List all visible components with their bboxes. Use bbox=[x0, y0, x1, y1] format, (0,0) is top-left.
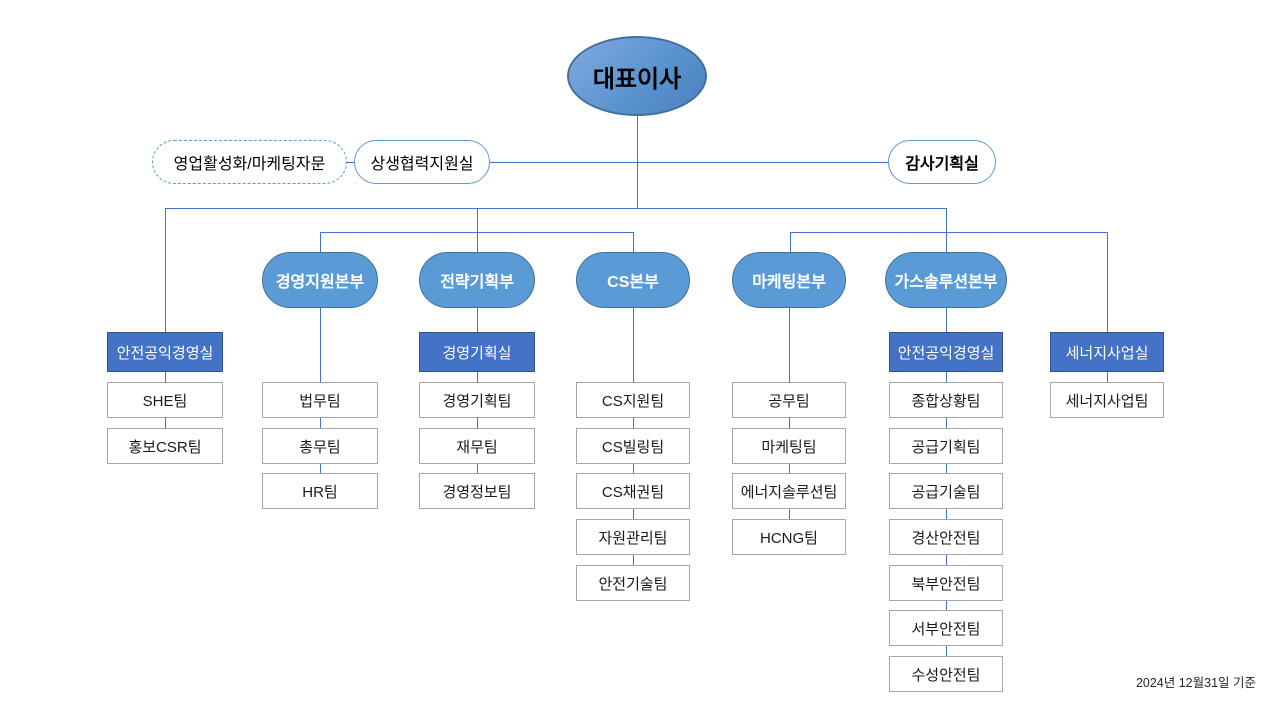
connector-riser-left bbox=[477, 208, 478, 252]
connector-drop bbox=[320, 308, 321, 382]
audit-office-node: 감사기획실 bbox=[888, 140, 996, 184]
division-node-gas-solution: 가스솔루션본부 bbox=[885, 252, 1007, 308]
team-box: HR팀 bbox=[262, 473, 378, 509]
division-node-strategy-planning: 전략기획부 bbox=[419, 252, 535, 308]
office-node-senergy-business: 세너지사업실 bbox=[1050, 332, 1164, 372]
team-box: 공무팀 bbox=[732, 382, 846, 418]
team-box: 공급기술팀 bbox=[889, 473, 1003, 509]
support-office-node: 상생협력지원실 bbox=[354, 140, 490, 184]
connector-level1-line bbox=[165, 208, 947, 209]
connector-team-link bbox=[320, 418, 321, 428]
team-box: 홍보CSR팀 bbox=[107, 428, 223, 464]
ceo-node: 대표이사 bbox=[567, 36, 707, 116]
division-node-marketing: 마케팅본부 bbox=[732, 252, 846, 308]
connector-drop bbox=[1107, 372, 1108, 382]
team-box: CS채권팀 bbox=[576, 473, 690, 509]
connector-drop bbox=[633, 232, 634, 252]
connector-drop bbox=[320, 232, 321, 252]
connector-team-link bbox=[946, 555, 947, 565]
advisory-node: 영업활성화/마케팅자문 bbox=[152, 140, 347, 184]
connector-team-link bbox=[946, 418, 947, 428]
connector-assistant-line bbox=[490, 162, 888, 163]
office-node-management-planning: 경영기획실 bbox=[419, 332, 535, 372]
team-box: 경영정보팀 bbox=[419, 473, 535, 509]
team-box: 세너지사업팀 bbox=[1050, 382, 1164, 418]
connector-drop bbox=[477, 372, 478, 382]
team-box: CS지원팀 bbox=[576, 382, 690, 418]
office-node-safety-public-right: 안전공익경영실 bbox=[889, 332, 1003, 372]
connector-drop bbox=[165, 208, 166, 332]
connector-drop bbox=[165, 372, 166, 382]
connector-team-link bbox=[946, 601, 947, 610]
connector-riser-right bbox=[946, 208, 947, 252]
connector-team-link bbox=[946, 464, 947, 473]
team-box: 공급기획팀 bbox=[889, 428, 1003, 464]
team-box: 경산안전팀 bbox=[889, 519, 1003, 555]
connector-team-link bbox=[633, 418, 634, 428]
team-box: 안전기술팀 bbox=[576, 565, 690, 601]
connector-team-link bbox=[789, 464, 790, 473]
connector-team-link bbox=[946, 509, 947, 519]
connector-drop bbox=[477, 308, 478, 332]
connector-drop bbox=[633, 308, 634, 382]
connector-drop bbox=[1107, 232, 1108, 332]
connector-ceo-vertical bbox=[637, 115, 638, 208]
team-box: 수성안전팀 bbox=[889, 656, 1003, 692]
team-box: HCNG팀 bbox=[732, 519, 846, 555]
division-node-management-support: 경영지원본부 bbox=[262, 252, 378, 308]
team-box: CS빌링팀 bbox=[576, 428, 690, 464]
connector-drop bbox=[790, 232, 791, 252]
team-box: 자원관리팀 bbox=[576, 519, 690, 555]
connector-drop bbox=[946, 372, 947, 382]
connector-team-link bbox=[789, 418, 790, 428]
connector-team-link bbox=[477, 418, 478, 428]
connector-advisory-link bbox=[346, 162, 354, 163]
team-box: 법무팀 bbox=[262, 382, 378, 418]
team-box: 종합상황팀 bbox=[889, 382, 1003, 418]
connector-drop bbox=[789, 308, 790, 382]
connector-team-link bbox=[633, 555, 634, 565]
division-node-cs: CS본부 bbox=[576, 252, 690, 308]
connector-team-link bbox=[633, 464, 634, 473]
team-box: 에너지솔루션팀 bbox=[732, 473, 846, 509]
connector-team-link bbox=[946, 646, 947, 656]
connector-team-link bbox=[789, 509, 790, 519]
connector-level2-right-line bbox=[790, 232, 1108, 233]
connector-drop bbox=[946, 308, 947, 332]
team-box: 재무팀 bbox=[419, 428, 535, 464]
connector-team-link bbox=[477, 464, 478, 473]
team-box: 북부안전팀 bbox=[889, 565, 1003, 601]
team-box: 총무팀 bbox=[262, 428, 378, 464]
team-box: 마케팅팀 bbox=[732, 428, 846, 464]
footer-caption: 2024년 12월31일 기준 bbox=[1135, 676, 1256, 690]
office-node-safety-public-left: 안전공익경영실 bbox=[107, 332, 223, 372]
team-box: 경영기획팀 bbox=[419, 382, 535, 418]
team-box: 서부안전팀 bbox=[889, 610, 1003, 646]
connector-team-link bbox=[320, 464, 321, 473]
connector-team-link bbox=[165, 418, 166, 428]
team-box: SHE팀 bbox=[107, 382, 223, 418]
connector-team-link bbox=[633, 509, 634, 519]
